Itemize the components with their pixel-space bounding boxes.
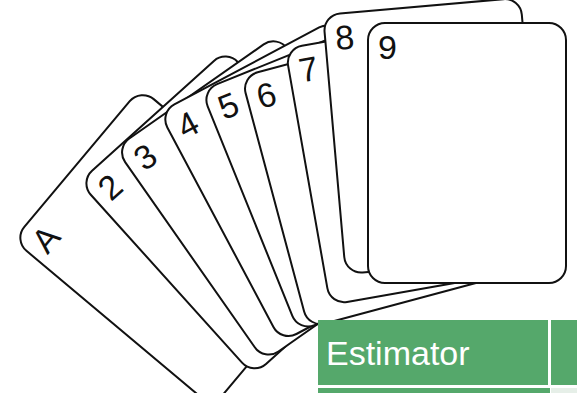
table-header-text: Estimator bbox=[326, 336, 470, 370]
card-rank: 7 bbox=[286, 45, 320, 89]
row-cell bbox=[551, 388, 577, 393]
card-rank: 8 bbox=[324, 13, 355, 55]
row-cell bbox=[318, 388, 550, 393]
playing-card: 9 bbox=[367, 22, 567, 284]
card-rank: 6 bbox=[242, 70, 279, 116]
card-rank: 9 bbox=[369, 24, 397, 64]
card-rank: A bbox=[15, 215, 66, 265]
table-header-cell: Estimator bbox=[318, 320, 548, 385]
header-cell bbox=[551, 320, 577, 385]
